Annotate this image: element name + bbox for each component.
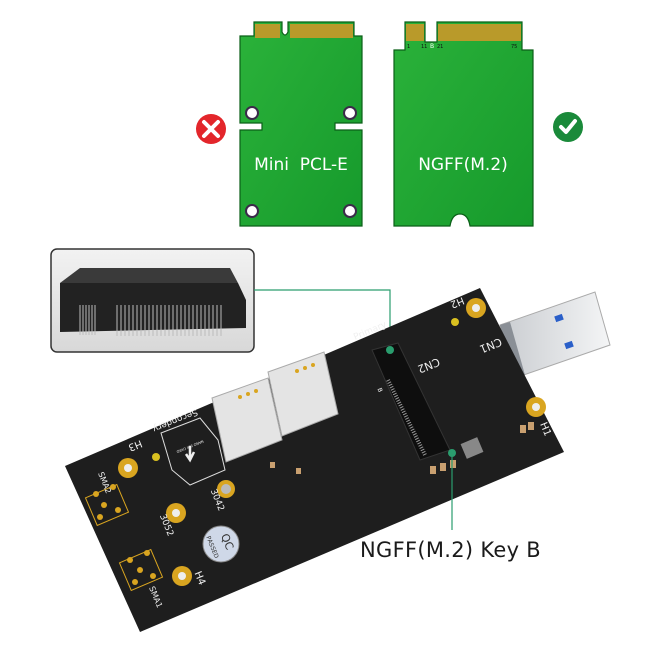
label-h1: H1 xyxy=(537,421,552,438)
pin-label-21: 21 xyxy=(437,44,443,50)
mini-pcie-label: Mini PCL-E xyxy=(254,155,348,175)
pin-label-75: 75 xyxy=(511,44,517,50)
qc-passed-sticker: QC PASSED xyxy=(202,525,240,563)
qc-text: QC xyxy=(218,532,236,552)
sim-socket-primary xyxy=(267,351,339,437)
label-h4: H4 xyxy=(192,570,207,587)
label-h3: H3 xyxy=(126,437,143,452)
sim-socket-secondary xyxy=(211,377,283,463)
label-key-b: B xyxy=(376,387,384,393)
callout-dot-key xyxy=(448,449,456,457)
pin-label-11: 11 xyxy=(421,44,427,50)
callout-dot-connector xyxy=(386,346,394,354)
pin-label-1: 1 xyxy=(407,44,410,50)
check-circle-icon xyxy=(553,112,583,142)
x-circle-icon xyxy=(196,114,226,144)
ngff-card: 1 11 B 21 75 NGFF(M.2) xyxy=(393,21,534,227)
ngff-label: NGFF(M.2) xyxy=(418,155,508,175)
connector-inset xyxy=(50,248,255,353)
pin-label-b: B xyxy=(430,43,434,50)
ngff-key-b-callout: NGFF(M.2) Key B xyxy=(360,538,542,562)
label-h2: H2 xyxy=(448,294,465,309)
mini-pcie-card: Mini PCL-E xyxy=(239,21,363,227)
